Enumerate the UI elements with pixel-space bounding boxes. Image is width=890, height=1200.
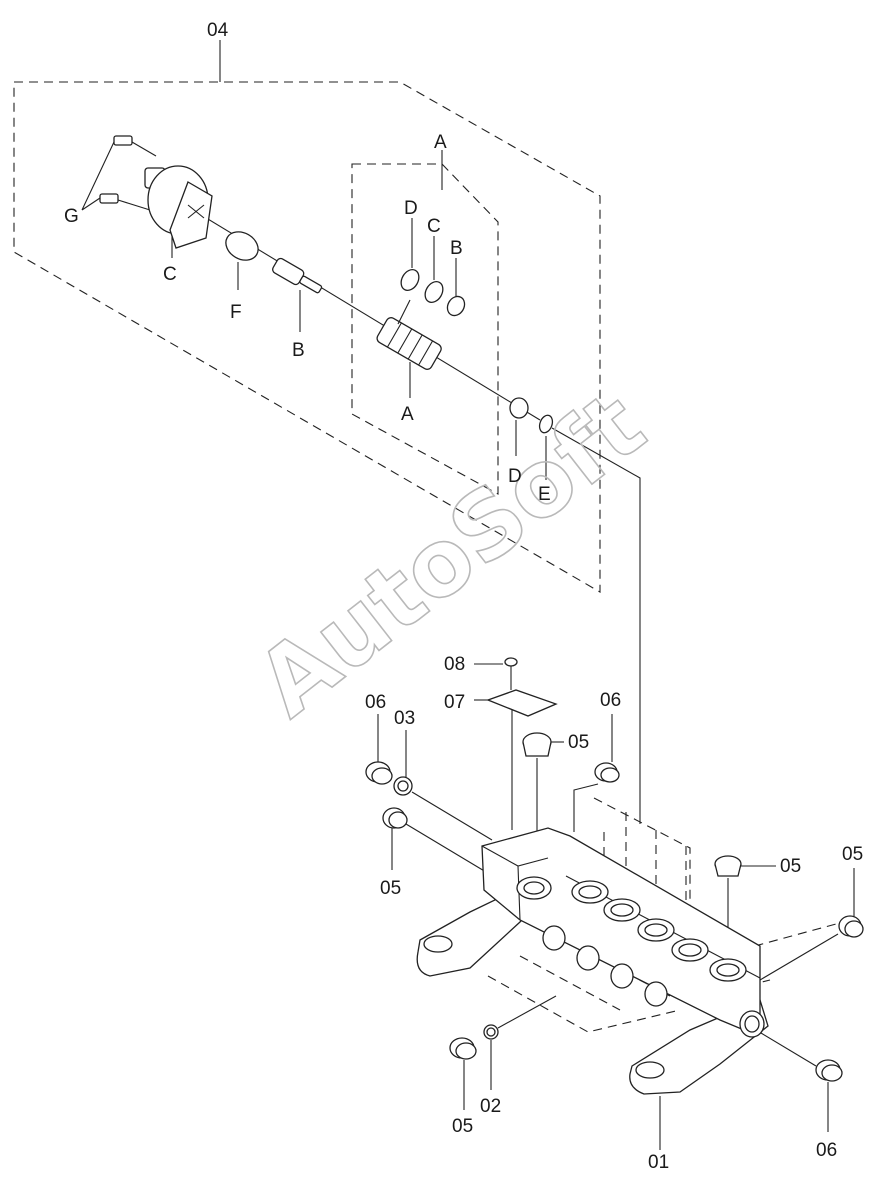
label-c-solenoid: C <box>163 264 177 285</box>
fitting-02-axis <box>497 995 557 1029</box>
label-05-top: 05 <box>568 732 589 753</box>
leader-d-to-spool <box>397 299 411 325</box>
label-d-ring: D <box>404 198 418 219</box>
label-03: 03 <box>394 708 415 729</box>
plug-05-far <box>838 915 864 938</box>
label-01: 01 <box>648 1152 669 1173</box>
ring-b <box>446 295 466 317</box>
watermark-text: AutoSoft <box>238 371 664 737</box>
fitting-03-axis <box>411 791 493 841</box>
ring-e <box>538 414 554 434</box>
hidden-lines-ports <box>603 812 687 958</box>
fitting-02 <box>483 1024 499 1040</box>
axis-to-body <box>551 427 641 824</box>
fitting-b <box>272 257 323 294</box>
label-06-left: 06 <box>365 692 386 713</box>
assembly-04-boundary <box>13 81 601 593</box>
label-05-far: 05 <box>842 844 863 865</box>
plug-05-left-axis <box>405 823 487 873</box>
label-c-ring: C <box>427 216 441 237</box>
label-05-mid: 05 <box>780 856 801 877</box>
plug-06-right <box>594 762 620 783</box>
spool-a <box>376 317 442 370</box>
label-06-bottom: 06 <box>816 1140 837 1161</box>
label-f: F <box>230 302 242 323</box>
ring-d <box>400 269 420 291</box>
ring-c <box>424 281 444 303</box>
kit-a-boundary <box>351 163 499 495</box>
plate-07 <box>486 689 558 717</box>
plug-06-bottom-axis <box>755 1029 817 1067</box>
plug-05-top <box>522 732 552 757</box>
plug-d <box>509 397 529 419</box>
label-e: E <box>538 484 551 505</box>
label-02: 02 <box>480 1096 501 1117</box>
label-08: 08 <box>444 654 465 675</box>
solenoid-c <box>144 165 213 249</box>
fitting-03 <box>393 776 413 796</box>
screw-08 <box>504 657 518 690</box>
plug-05-mid <box>714 855 742 877</box>
screw-g-upper <box>113 135 157 157</box>
oring-f <box>225 231 259 261</box>
leader-g <box>81 141 115 211</box>
plug-06-right-axis <box>573 783 599 832</box>
label-06-right: 06 <box>600 690 621 711</box>
plug-06-left <box>365 761 393 785</box>
plug-05-left <box>382 807 408 829</box>
label-a-top: A <box>434 132 447 153</box>
label-b-ring: B <box>450 238 463 259</box>
screw-g-lower <box>99 193 151 211</box>
plug-06-bottom <box>815 1059 843 1082</box>
plug-05-bottom <box>449 1037 477 1060</box>
label-05-bottom: 05 <box>452 1116 473 1137</box>
valve-body-01 <box>416 827 769 1095</box>
plug-05-far-axis <box>759 933 839 981</box>
label-05-left: 05 <box>380 878 401 899</box>
label-a-bottom: A <box>401 404 414 425</box>
label-04: 04 <box>207 20 229 41</box>
label-b-fitting: B <box>292 340 305 361</box>
label-d-plug: D <box>508 466 522 487</box>
label-g: G <box>64 206 79 227</box>
assembly-axis <box>159 189 541 421</box>
label-07: 07 <box>444 692 465 713</box>
